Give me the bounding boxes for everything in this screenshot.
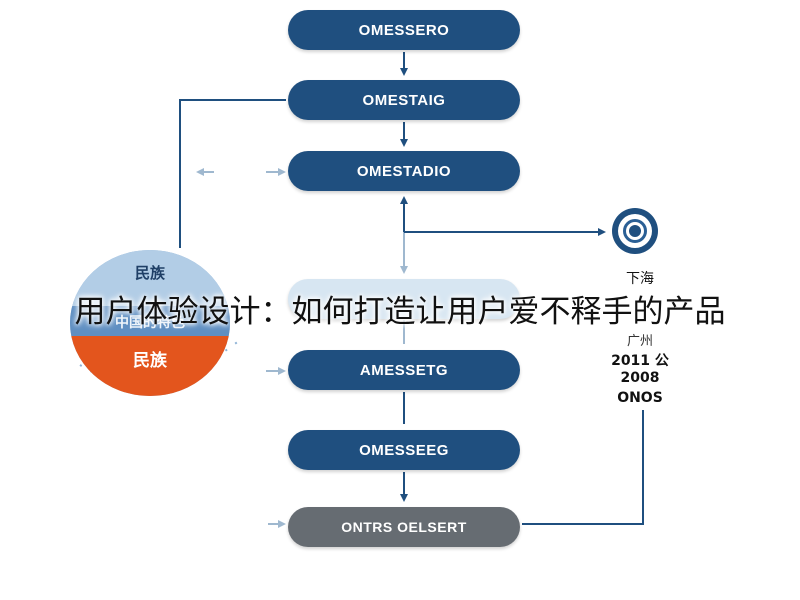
flow-step-5: AMESSETG xyxy=(288,350,520,390)
side-note-2: 广州 xyxy=(626,334,653,349)
badge-circle: 民族 中国的特色 民族 xyxy=(70,250,230,396)
loop-to-node-2 xyxy=(179,99,286,248)
badge-line-3: 民族 xyxy=(133,351,167,371)
target-core xyxy=(629,225,641,237)
target-icon xyxy=(612,208,658,254)
side-note-3: 2011 公 xyxy=(611,353,669,369)
side-note-1: 下海 xyxy=(626,271,654,287)
flow-step-3: OMESTADIO xyxy=(288,151,520,191)
flow-step-1: OMESSERO xyxy=(288,10,520,50)
headline-overlay: 用户体验设计：如何打造让用户爱不释手的产品 xyxy=(74,293,726,330)
target-ring xyxy=(623,219,647,243)
flow-step-6: OMESSEEG xyxy=(288,430,520,470)
badge-band-top xyxy=(70,250,230,306)
badge-band-mid xyxy=(70,306,230,336)
side-note-5: ONOS xyxy=(617,390,663,406)
flow-step-2: OMESTAIG xyxy=(288,80,520,120)
loop-to-node-7 xyxy=(522,410,644,525)
badge-line-1: 民族 xyxy=(134,264,165,282)
flow-step-4 xyxy=(288,279,520,319)
side-note-4: 2008 xyxy=(620,370,660,386)
badge-line-2: 中国的特色 xyxy=(115,315,185,331)
flow-step-7: ONTRS OELSERT xyxy=(288,507,520,547)
badge-band-bottom xyxy=(70,336,230,396)
